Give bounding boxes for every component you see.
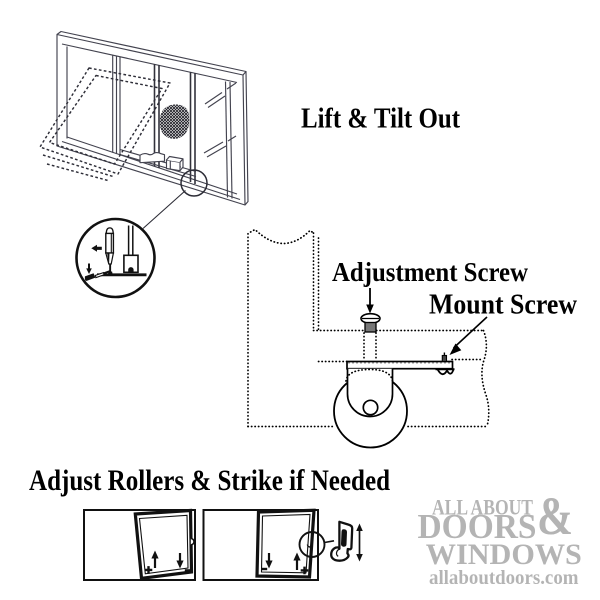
svg-text:Lift & Tilt Out: Lift & Tilt Out — [301, 104, 460, 135]
svg-text:&: & — [537, 486, 573, 546]
svg-text:Adjust Rollers & Strike if Nee: Adjust Rollers & Strike if Needed — [29, 464, 390, 497]
svg-text:ALL ABOUT: ALL ABOUT — [432, 495, 533, 520]
svg-text:allaboutdoors.com: allaboutdoors.com — [429, 567, 579, 589]
svg-text:DOORS: DOORS — [418, 508, 537, 546]
svg-text:WINDOWS: WINDOWS — [426, 538, 582, 571]
svg-text:Mount Screw: Mount Screw — [429, 290, 577, 321]
svg-text:Adjustment Screw: Adjustment Screw — [332, 256, 528, 287]
